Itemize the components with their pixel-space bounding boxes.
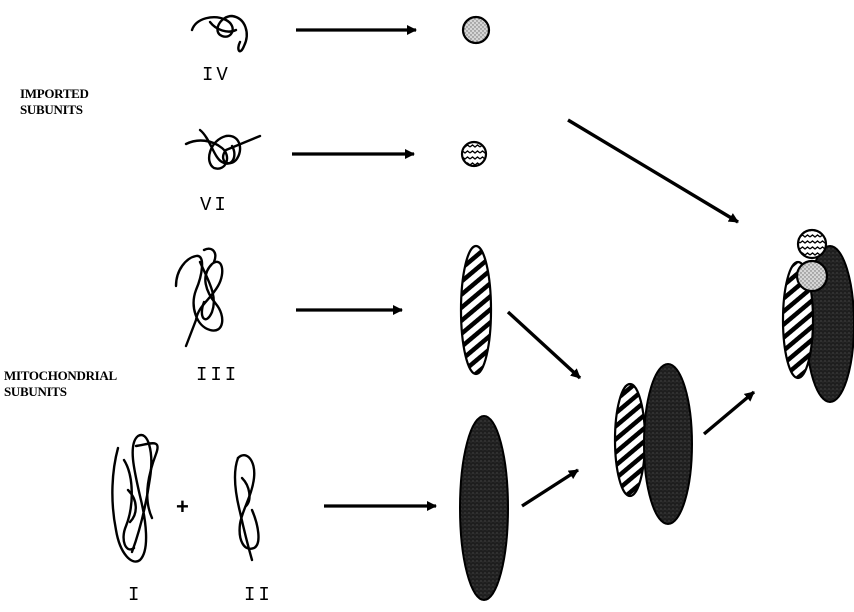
- intermediate-striped-part: [615, 384, 645, 496]
- intermediate-dark-part: [644, 364, 692, 524]
- arrow-intermediate-to-final: [704, 392, 754, 434]
- folded-subunit-iv: [463, 17, 489, 43]
- final-wavy-subunit: [798, 230, 826, 258]
- polypeptide-iv: [192, 16, 247, 51]
- folded-subunit-vi: [462, 142, 486, 166]
- arrow-imported-to-final: [568, 120, 738, 222]
- intermediate-complex: [615, 364, 692, 524]
- polypeptide-vi: [186, 130, 260, 169]
- polypeptide-i: [112, 435, 157, 562]
- folded-subunit-iii: [461, 246, 491, 374]
- folded-subunit-i-ii: [460, 416, 508, 600]
- final-dotted-subunit: [797, 261, 827, 291]
- arrow-i-ii-to-intermediate: [522, 470, 578, 506]
- polypeptide-iii: [176, 249, 222, 346]
- final-complex: [783, 230, 854, 402]
- polypeptide-ii: [235, 455, 259, 560]
- arrow-iii-to-intermediate: [508, 312, 580, 378]
